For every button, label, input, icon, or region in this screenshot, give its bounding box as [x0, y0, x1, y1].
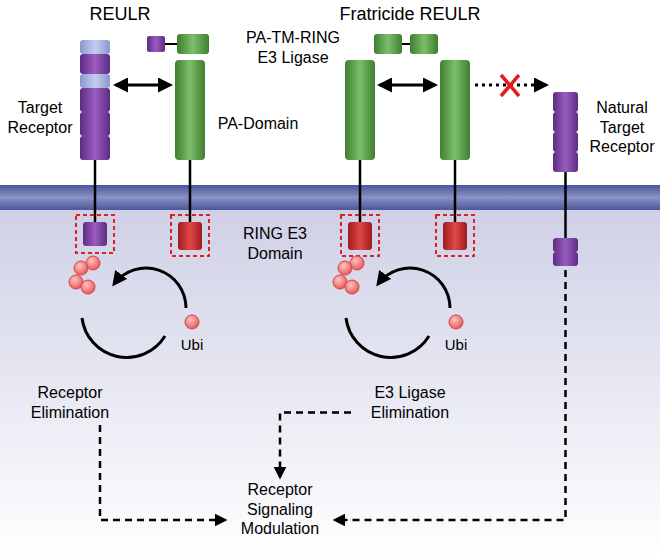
pa-domain	[175, 60, 205, 160]
binder-block	[177, 34, 209, 54]
e3-ligase	[341, 60, 379, 256]
receptor-segment	[80, 74, 110, 88]
intracellular-domain	[553, 252, 578, 266]
transmembrane-stalk	[564, 172, 567, 238]
transmembrane-stalk	[454, 160, 457, 222]
panel-heading: REULR	[60, 4, 180, 26]
receptor-segment	[80, 136, 110, 160]
receptor-segment	[80, 112, 110, 136]
transmembrane-stalk	[94, 160, 97, 222]
highlight-box	[341, 215, 379, 256]
pa-domain	[440, 60, 470, 160]
panel-heading: Fratricide REULR	[310, 4, 510, 26]
ring-domain	[348, 222, 372, 250]
highlight-box	[171, 215, 209, 256]
reulr-icon	[147, 34, 209, 54]
highlight-box	[76, 215, 114, 253]
node-text: E3 Ligase Elimination	[354, 383, 466, 422]
binder-block	[147, 36, 165, 52]
binding-arrow	[380, 84, 435, 87]
binder-block	[410, 34, 438, 54]
component-label: Target Receptor	[2, 98, 78, 137]
component-label: PA-Domain	[208, 114, 308, 134]
pa-domain	[345, 60, 375, 160]
intracellular-domain	[83, 222, 107, 246]
receptor-segment	[80, 88, 110, 112]
e3-ligase	[171, 60, 209, 256]
outcome-text: E3 Ligase Elimination	[351, 380, 469, 425]
dashed-arrow	[100, 425, 225, 520]
result-text: Receptor Signaling Modulation	[225, 477, 335, 542]
component-label: PA-TM-RING E3 Ligase	[237, 28, 349, 67]
receptor-segment	[553, 132, 578, 152]
receptor-segment	[80, 54, 110, 74]
extracellular-ground	[0, 0, 660, 185]
ubiquitin-label: Ubi	[172, 336, 212, 354]
fratricide-icon	[374, 34, 438, 54]
binding-arrow	[116, 84, 170, 87]
e3-ligase	[436, 60, 474, 256]
receptor-region: Natural Target Receptor	[550, 95, 660, 270]
transmembrane-stalk	[359, 160, 362, 222]
cross-mark	[501, 75, 519, 96]
highlight-box	[436, 215, 474, 256]
linker	[402, 43, 410, 45]
target-receptor	[76, 40, 114, 253]
receptor-segment	[80, 40, 110, 54]
receptor-segment	[553, 152, 578, 172]
ring-domain	[178, 222, 202, 250]
linker	[165, 43, 177, 45]
receptor-segment	[553, 112, 578, 132]
dashed-arrow	[280, 412, 351, 477]
component-label: RING E3 Domain	[227, 224, 323, 263]
node-text: Natural Target Receptor	[583, 98, 660, 157]
cross-stroke	[501, 75, 519, 96]
node-text: Receptor Signaling Modulation	[228, 480, 332, 539]
node-text: Receptor Elimination	[14, 383, 126, 422]
receptor-segment	[553, 92, 578, 112]
cross-stroke	[501, 75, 519, 96]
ubiquitin-cycle	[69, 256, 199, 357]
outcome-text: Receptor Elimination	[11, 380, 129, 425]
intracellular-domain	[553, 238, 578, 252]
ubiquitin-label: Ubi	[436, 336, 476, 354]
transmembrane-stalk	[189, 160, 192, 222]
dashed-arrow	[335, 270, 566, 520]
cytoplasm-ground	[0, 210, 660, 558]
ring-domain	[443, 222, 467, 250]
cell-membrane	[0, 185, 660, 210]
binder-block	[374, 34, 402, 54]
natural-receptor	[553, 92, 578, 266]
ubiquitin-cycle	[333, 256, 463, 357]
